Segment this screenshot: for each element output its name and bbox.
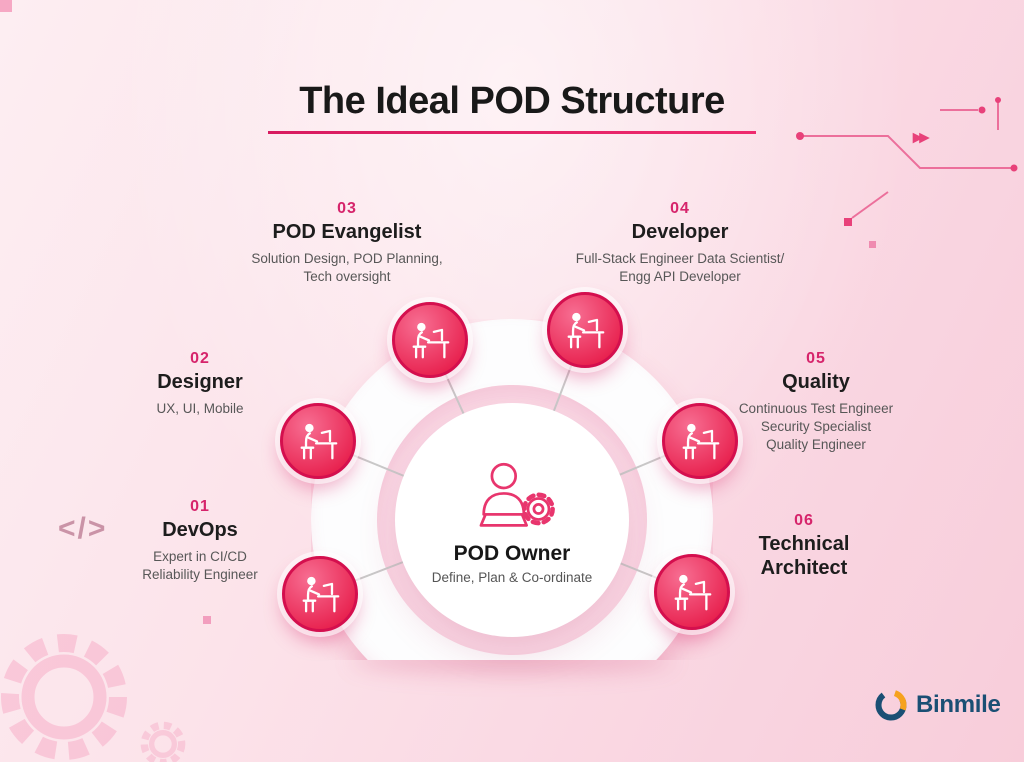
role-node-technical-architect xyxy=(654,554,730,630)
role-label-quality: 05 Quality Continuous Test Engineer Secu… xyxy=(706,350,926,455)
role-number: 05 xyxy=(806,350,826,367)
person-at-desk-icon xyxy=(407,317,453,363)
person-at-desk-icon xyxy=(562,307,608,353)
role-label-pod-evangelist: 03 POD Evangelist Solution Design, POD P… xyxy=(222,200,472,286)
square-dot-decoration xyxy=(203,616,211,624)
role-description: UX, UI, Mobile xyxy=(156,401,244,416)
role-label-devops: 01 DevOps Expert in CI/CD Reliability En… xyxy=(105,498,295,584)
role-description: Solution Design, POD Planning, Tech over… xyxy=(251,251,443,285)
role-label-developer: 04 Developer Full-Stack Engineer Data Sc… xyxy=(555,200,805,286)
binmile-logo: Binmile xyxy=(874,688,1001,722)
role-description: Full-Stack Engineer Data Scientist/ Engg… xyxy=(575,251,785,285)
role-node-devops xyxy=(282,556,358,632)
pod-owner-subtitle: Define, Plan & Co-ordinate xyxy=(431,569,593,585)
role-label-technical-architect: 06 Technical Architect xyxy=(734,512,874,586)
role-title: Designer xyxy=(157,371,243,393)
role-number: 04 xyxy=(670,200,690,217)
role-title: Developer xyxy=(631,221,729,243)
role-number: 06 xyxy=(794,512,814,529)
role-title: POD Evangelist xyxy=(272,221,422,243)
role-description: Expert in CI/CD Reliability Engineer xyxy=(142,549,258,583)
role-title: Quality xyxy=(782,371,850,393)
square-dot-decoration xyxy=(869,241,876,248)
code-icon: </> xyxy=(58,512,108,545)
pod-owner-hub: POD Owner Define, Plan & Co-ordinate xyxy=(395,403,629,637)
title-underline xyxy=(268,131,756,134)
role-title: DevOps xyxy=(162,519,238,541)
person-at-desk-icon xyxy=(669,569,715,615)
role-number: 03 xyxy=(337,200,357,217)
role-node-developer xyxy=(547,292,623,368)
gear-icon xyxy=(140,721,186,762)
role-node-designer xyxy=(280,403,356,479)
chevrons-icon: ▸▸ xyxy=(913,127,929,148)
role-node-pod-evangelist xyxy=(392,302,468,378)
role-number: 01 xyxy=(190,498,210,515)
person-gear-icon xyxy=(479,462,555,527)
person-at-desk-icon xyxy=(295,418,341,464)
binmile-logo-icon xyxy=(875,689,907,721)
page-title: The Ideal POD Structure xyxy=(299,80,725,122)
gear-icon xyxy=(1,634,127,760)
brand-name: Binmile xyxy=(916,691,1001,718)
pod-owner-title: POD Owner xyxy=(453,541,571,565)
role-node-quality xyxy=(662,403,738,479)
role-number: 02 xyxy=(190,350,210,367)
person-at-desk-icon xyxy=(297,571,343,617)
role-label-designer: 02 Designer UX, UI, Mobile xyxy=(110,350,290,418)
circuit-traces-icon xyxy=(796,97,1018,226)
corner-square-decoration xyxy=(0,0,12,12)
role-description: Continuous Test Engineer Security Specia… xyxy=(738,401,894,453)
role-title: Technical Architect xyxy=(758,533,850,579)
